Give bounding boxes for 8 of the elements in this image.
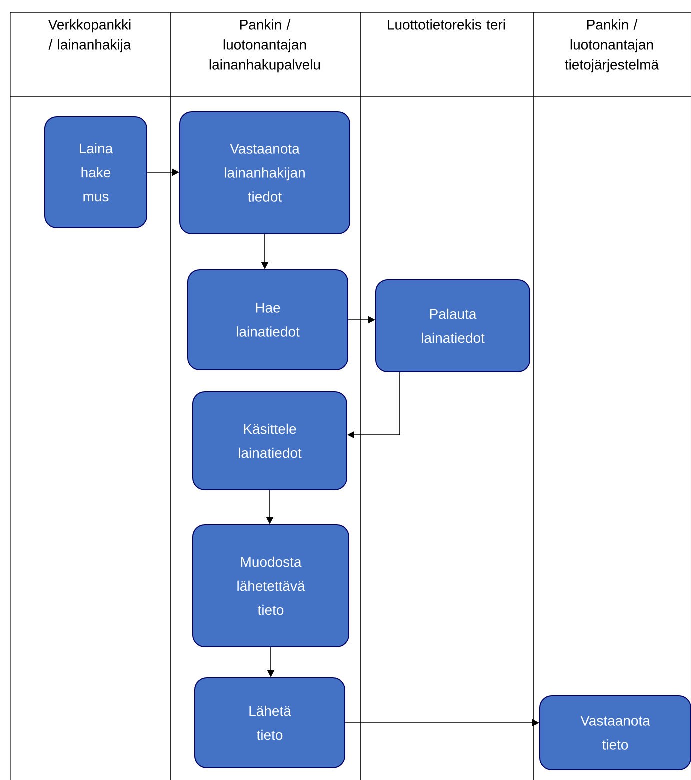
process-box: Lähetä tieto xyxy=(194,678,346,768)
process-box: Käsittele lainatiedot xyxy=(192,392,348,490)
process-box: Muodosta lähetettävä tieto xyxy=(192,524,350,648)
process-box: Palauta lainatiedot xyxy=(376,280,530,372)
process-box: Hae lainatiedot xyxy=(188,270,348,370)
process-box: Laina hake mus xyxy=(44,116,148,228)
process-box: Vastaanota lainanhakijan tiedot xyxy=(180,112,350,234)
process-box: Vastaanota tieto xyxy=(540,696,691,770)
